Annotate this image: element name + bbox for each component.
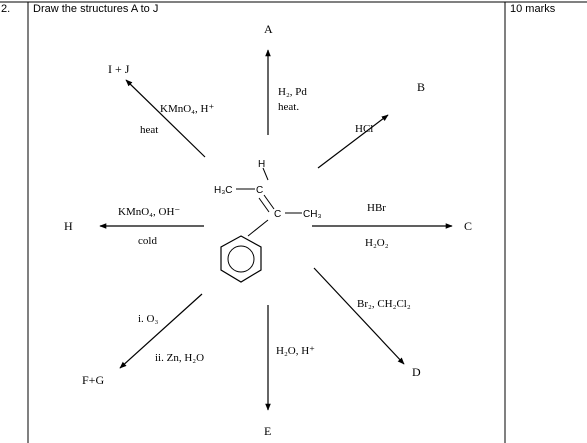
product-c: C [464,219,472,233]
molecule-h: H [258,159,265,170]
molecule-h3c: H₃C [214,185,233,196]
product-b: B [417,80,425,94]
reagent-topright: HCl [355,123,373,135]
arrow-to-b [317,114,389,169]
reagent-right-2: H₂O₂ [365,237,389,249]
product-fg: F+G [82,373,104,387]
question-number: 2. [1,3,11,15]
question-prompt: Draw the structures A to J [33,3,159,15]
arrow-to-d [313,267,405,365]
reagent-left-1: KMnO₄, OH⁻ [118,206,180,218]
product-e: E [264,424,271,438]
reagent-top-2: heat. [278,101,299,113]
molecule-c1: C [256,185,263,196]
reagent-right-1: HBr [367,202,386,214]
reagent-bottom: H₂O, H⁺ [276,345,315,357]
product-ij: I + J [108,62,130,76]
starting-alkene-structure [220,167,302,283]
product-h: H [64,219,73,233]
molecule-ch3: CH₃ [303,209,322,220]
reagent-topleft-1: KMnO₄, H⁺ [160,103,214,115]
product-a: A [264,22,273,36]
product-d: D [412,365,421,379]
question-marks: 10 marks [510,3,556,15]
reagent-left-2: cold [138,235,157,247]
arrow-to-ij [125,79,206,158]
molecule-c2: C [274,209,281,220]
reagent-topleft-2: heat [140,124,158,136]
reagent-top-1: H₂, Pd [278,86,307,98]
reagent-bottomleft-1: i. O₃ [138,313,159,325]
reagent-bottomleft-2: ii. Zn, H₂O [155,352,204,364]
reagent-bottomright: Br₂, CH₂Cl₂ [357,298,411,310]
arrow-to-fg [119,293,203,369]
